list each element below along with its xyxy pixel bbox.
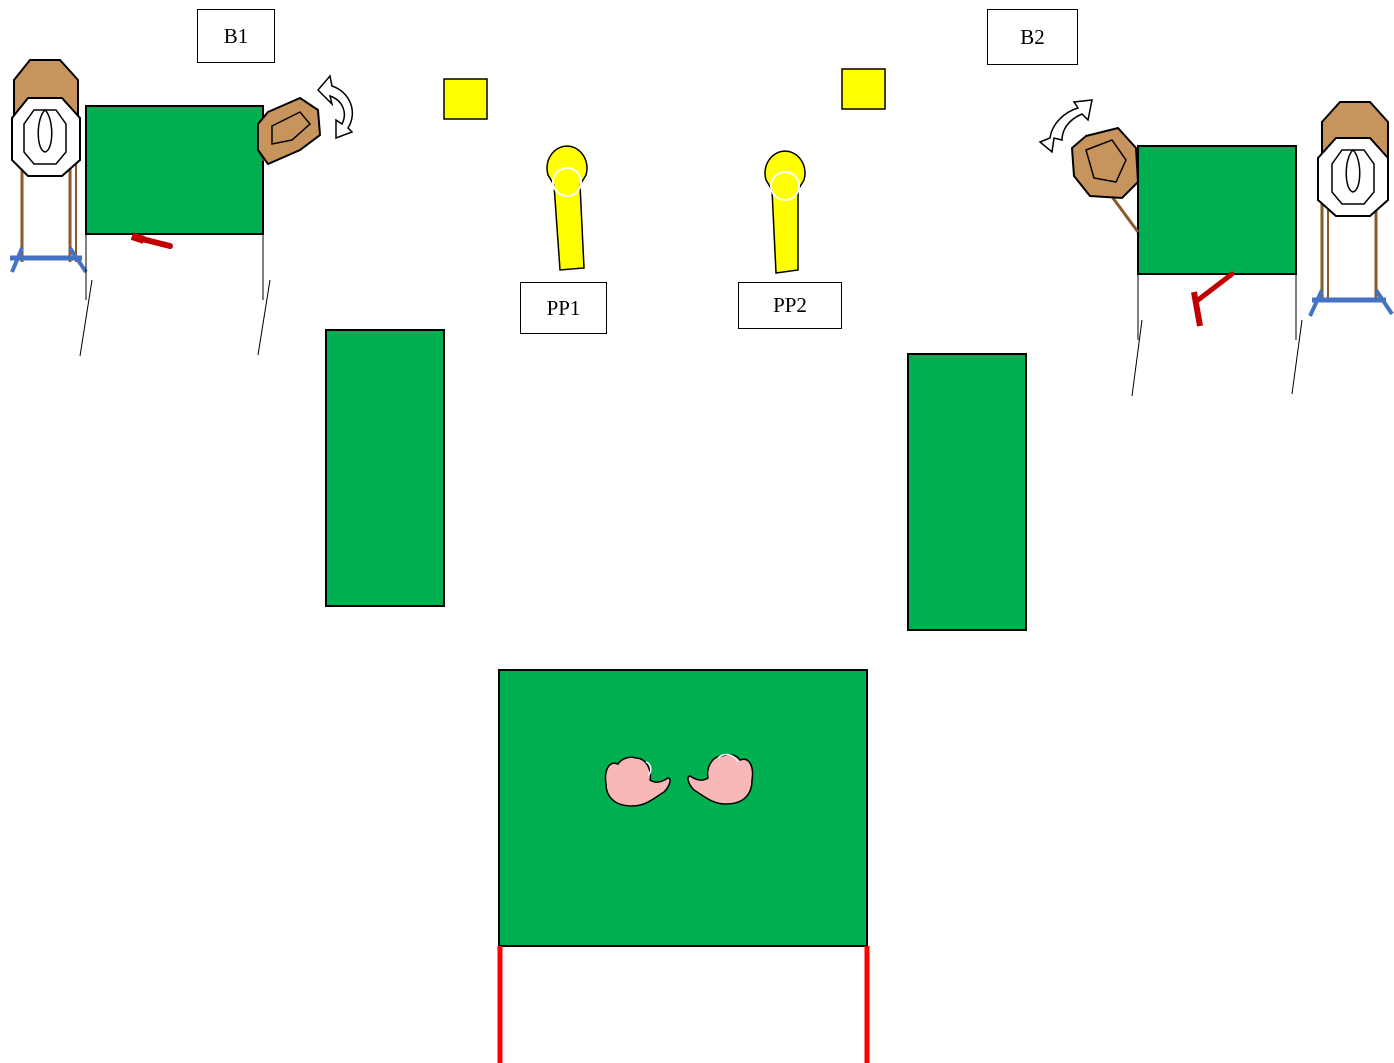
popper-icon	[547, 146, 587, 270]
start-barrier	[499, 670, 867, 946]
popper-icon	[765, 151, 805, 273]
tan-target-icon	[1072, 128, 1138, 232]
right-target-array	[1040, 100, 1392, 396]
left-target-array	[10, 60, 352, 356]
label-pp1: PP1	[520, 282, 607, 334]
plate-icon	[842, 69, 885, 109]
barrier-right-top	[1138, 146, 1296, 274]
barrier-mid-left	[326, 330, 444, 606]
label-b1: B1	[197, 9, 275, 63]
rotate-arrow-icon	[318, 76, 352, 138]
barrier-left-top	[86, 106, 263, 234]
lever-icon	[132, 236, 170, 246]
barrier-mid-right	[908, 354, 1026, 630]
paper-target-icon	[12, 98, 80, 176]
label-b2: B2	[987, 9, 1078, 65]
tan-target-icon	[258, 98, 320, 164]
lever-icon	[1194, 274, 1232, 326]
label-pp2: PP2	[738, 282, 842, 329]
plate-icon	[444, 79, 487, 119]
paper-target-icon	[1318, 138, 1388, 216]
